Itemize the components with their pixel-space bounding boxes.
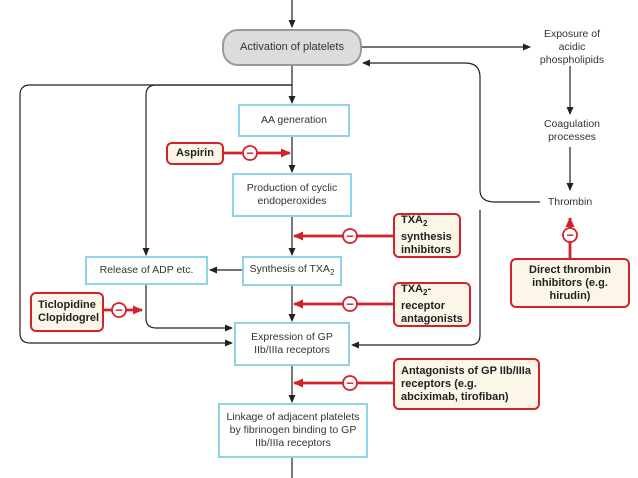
direct-thrombin-inhibitors-label: Direct thrombin inhibitors (e.g. hirudin… (529, 263, 611, 302)
thrombin-feedback-down (351, 210, 481, 349)
thrombin-feedback-up (362, 59, 496, 203)
gp-antagonists-label: Antagonists of GP IIb/IIIa receptors (e.… (401, 364, 531, 403)
minus-circle-icon-txa2-synthesis: − (342, 228, 358, 244)
thrombin-label: Thrombin (547, 196, 593, 208)
coagulation-label: Coagulation processes (543, 118, 601, 143)
txa2-receptor-antagonists-box: TXA2-receptor antagonists (393, 282, 471, 327)
linkage-label: Linkage of adjacent platelets by fibrino… (226, 411, 360, 449)
txa2-receptor-antagonists-sub: 2 (423, 288, 428, 298)
minus-circle-icon-txa2-receptor: − (342, 296, 358, 312)
aa-generation-node: AA generation (238, 104, 350, 137)
txa2-receptor-antagonists-label: TXA2-receptor antagonists (401, 283, 465, 325)
gp-expression-label: Expression of GP IIb/IIIa receptors (251, 331, 333, 356)
txa2-receptor-antagonists-pre: TXA (401, 283, 423, 296)
minus-circle-icon-aspirin: − (242, 145, 258, 161)
ticlopidine-clopidogrel-label: Ticlopidine Clopidogrel (38, 299, 100, 324)
txa2-synthesis-node: Synthesis of TXA2 (242, 256, 342, 286)
minus-circle-icon-thrombin-inhibitor: − (562, 227, 578, 243)
svg-text:−: − (346, 297, 354, 312)
aspirin-box: Aspirin (166, 142, 224, 165)
linkage-node: Linkage of adjacent platelets by fibrino… (218, 403, 368, 458)
arrow-outer-loop (19, 84, 292, 347)
activation-label: Activation of platelets (240, 41, 344, 53)
ticlopidine-clopidogrel-box: Ticlopidine Clopidogrel (30, 292, 104, 332)
exposure-label: Exposure of acidic phospholipids (539, 28, 605, 66)
txa2-synthesis-inhibitors-sub: 2 (423, 219, 428, 229)
minus-circle-icon-ticlopidine: − (111, 302, 127, 318)
activation-of-platelets-node: Activation of platelets (222, 29, 362, 66)
txa2-synthesis-subscript: 2 (329, 268, 335, 278)
txa2-receptor-antagonists-post: -receptor antagonists (401, 283, 463, 325)
release-of-adp-label: Release of ADP etc. (99, 264, 194, 276)
aspirin-label: Aspirin (176, 147, 214, 159)
svg-text:−: − (246, 146, 254, 161)
txa2-synthesis-label: Synthesis of TXA2 (250, 263, 335, 279)
txa2-synthesis-text: Synthesis of TXA (249, 262, 330, 275)
release-of-adp-node: Release of ADP etc. (85, 256, 208, 285)
txa2-synthesis-inhibitors-pre: TXA (401, 214, 423, 227)
aa-generation-label: AA generation (261, 114, 327, 126)
inhibit-symbols: − − − − − − (111, 145, 578, 391)
direct-thrombin-inhibitors-box: Direct thrombin inhibitors (e.g. hirudin… (510, 258, 630, 308)
cyclic-endoperoxides-node: Production of cyclic endoperoxides (232, 173, 352, 217)
flow-arrows (19, 0, 574, 478)
gp-expression-node: Expression of GP IIb/IIIa receptors (234, 322, 350, 366)
arrow-adp-to-gp (145, 285, 233, 332)
minus-circle-icon-gp-antagonist: − (342, 375, 358, 391)
svg-text:−: − (566, 228, 574, 243)
svg-text:−: − (346, 376, 354, 391)
svg-text:−: − (346, 229, 354, 244)
cyclic-endoperoxides-label: Production of cyclic endoperoxides (246, 182, 338, 207)
svg-text:−: − (115, 303, 123, 318)
gp-antagonists-box: Antagonists of GP IIb/IIIa receptors (e.… (393, 358, 540, 410)
txa2-synthesis-inhibitors-post: synthesis inhibitors (401, 230, 452, 256)
